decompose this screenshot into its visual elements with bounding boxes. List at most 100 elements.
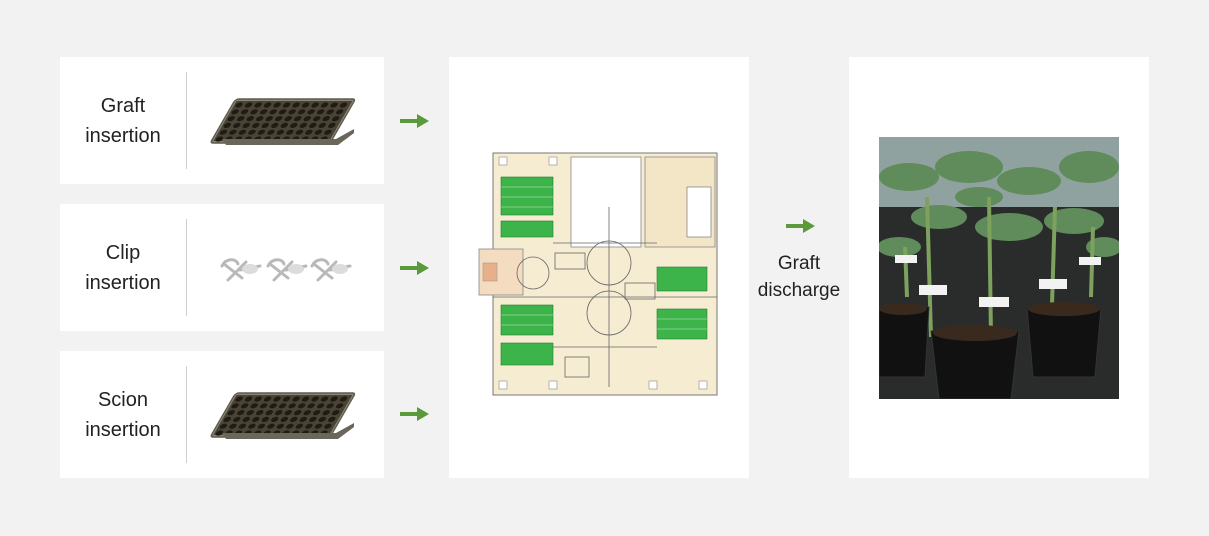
tray-cell <box>267 423 275 429</box>
tray-cell <box>261 416 270 422</box>
tray-cell <box>275 116 283 122</box>
tray-cell <box>303 116 311 122</box>
tray-cell <box>276 129 285 135</box>
tray-cell <box>271 416 279 422</box>
tray-cell <box>314 129 323 135</box>
tray-cell <box>263 396 272 402</box>
tray-cell <box>316 109 325 115</box>
tray-cell <box>278 109 287 115</box>
tray-cell <box>299 122 308 128</box>
tray-cell <box>318 122 327 128</box>
tray-cell <box>223 122 232 128</box>
seedling-tray-image <box>210 98 356 145</box>
tray-cell <box>290 122 298 128</box>
tray-cell <box>227 410 235 416</box>
tray-cell <box>309 122 317 128</box>
tray-cell <box>240 403 249 409</box>
tray-cell <box>246 410 254 416</box>
tray-cell <box>288 403 296 409</box>
tray-cell <box>229 423 237 429</box>
tray-cell <box>235 102 243 108</box>
tray-cell <box>322 410 330 416</box>
clip-insertion-label-line2: insertion <box>85 271 161 294</box>
tray-cell <box>246 116 254 122</box>
grafted-seedlings-photo <box>879 137 1119 399</box>
tray-cell <box>328 416 336 422</box>
tray-cell <box>311 102 319 108</box>
grafting-machine-card <box>449 57 749 478</box>
tray-cell <box>297 403 306 409</box>
tray-cell <box>231 109 239 115</box>
scion-insertion-label: Scion insertion <box>60 351 186 478</box>
tray-cell <box>326 109 334 115</box>
tray-cell <box>309 416 317 422</box>
tray-cell <box>227 116 235 122</box>
tray-cell <box>307 403 315 409</box>
divider <box>186 219 187 316</box>
graft-discharge-label: Graft discharge <box>752 250 846 304</box>
tray-cell <box>267 129 275 135</box>
clip-insertion-label-line1: Clip <box>105 241 141 264</box>
tray-cell <box>271 122 279 128</box>
divider <box>186 366 187 463</box>
tray-cell <box>322 116 330 122</box>
tray-cell <box>256 116 264 122</box>
tray-cell <box>244 102 253 108</box>
tray-cell <box>313 410 321 416</box>
tray-cell <box>284 116 292 122</box>
tray-cell <box>229 129 237 135</box>
tray-cell <box>305 129 313 135</box>
tray-cell <box>215 136 224 142</box>
clip-insertion-label: Clip insertion <box>60 204 186 331</box>
tray-cell <box>280 416 289 422</box>
tray-cell <box>244 396 253 402</box>
tray-cell <box>290 416 298 422</box>
tray-cell <box>301 396 310 402</box>
tray-cell <box>219 423 228 429</box>
tray-cell <box>276 423 285 429</box>
tray-cell <box>294 410 302 416</box>
scion-insertion-label-line2: insertion <box>85 418 161 441</box>
tray-cell <box>335 109 344 115</box>
tray-cell <box>252 416 260 422</box>
tray-cell <box>250 109 258 115</box>
tray-cell <box>231 403 239 409</box>
tray-cell <box>284 410 292 416</box>
seedling-tray-image <box>210 392 356 439</box>
tray-cell <box>263 102 272 108</box>
tray-cell <box>288 109 296 115</box>
arrow-right-icon <box>400 261 429 275</box>
tray-cell <box>295 129 304 135</box>
scion-insertion-label-line1: Scion <box>97 388 148 411</box>
tray-cell <box>254 102 262 108</box>
tray-cell <box>252 122 260 128</box>
arrow-right-icon <box>400 407 429 421</box>
tray-cell <box>297 109 306 115</box>
clip-insertion-card: Clip insertion <box>60 204 384 331</box>
tray-cell <box>286 423 294 429</box>
tray-cell <box>320 102 329 108</box>
arrow-right-icon <box>786 219 815 233</box>
tray-cell <box>215 430 224 436</box>
tray-cell <box>282 396 291 402</box>
tray-cell <box>275 410 283 416</box>
tray-cell <box>339 102 348 108</box>
tray-cell <box>318 416 327 422</box>
tray-cell <box>316 403 325 409</box>
tray-cell <box>238 423 247 429</box>
tray-cell <box>273 396 281 402</box>
tray-cell <box>335 403 344 409</box>
graft-discharge-label-line2: discharge <box>757 280 841 301</box>
tray-cell <box>273 102 281 108</box>
tray-cell <box>240 109 249 115</box>
tray-cell <box>261 122 270 128</box>
tray-cell <box>237 116 245 122</box>
tray-cell <box>286 129 294 135</box>
tray-cell <box>330 396 338 402</box>
tray-cell <box>313 116 321 122</box>
divider <box>186 72 187 169</box>
tray-cell <box>257 129 266 135</box>
tray-cell <box>219 129 228 135</box>
tray-cell <box>299 416 308 422</box>
tray-cell <box>256 410 264 416</box>
